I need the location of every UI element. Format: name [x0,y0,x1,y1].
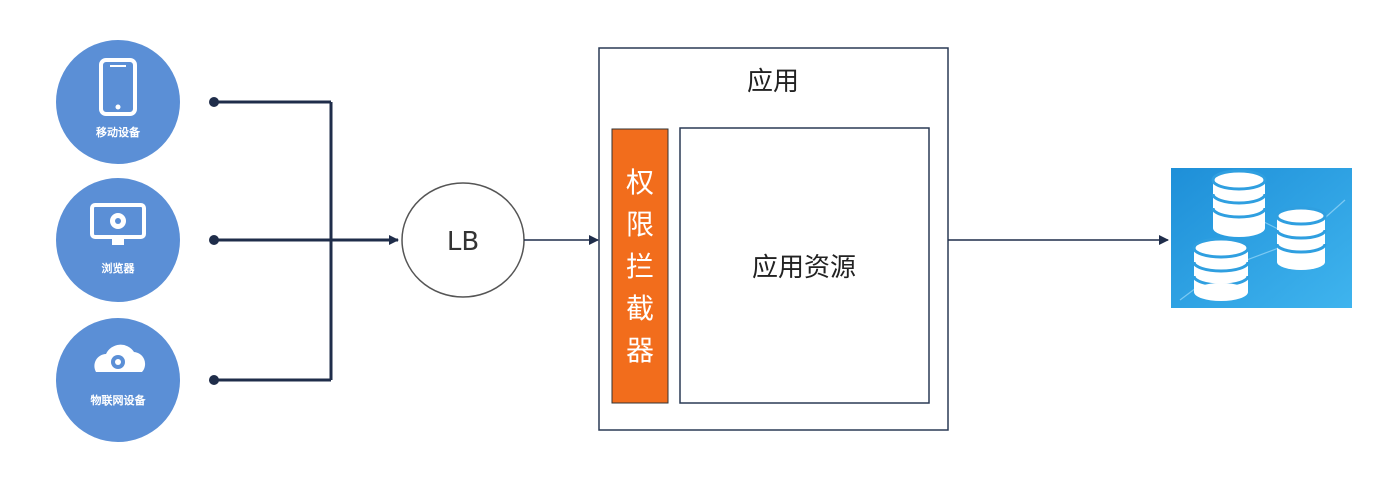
client-label-mobile: 移动设备 [96,125,141,139]
app-title: 应用 [747,67,799,97]
lb-label: LB [447,227,479,257]
db-cylinder [1275,206,1327,270]
client-browser: 浏览器 [56,178,180,302]
interceptor-char: 器 [626,334,654,367]
database-cluster-icon [1171,168,1352,308]
client-iot-device: 物联网设备 [56,318,180,442]
client-mobile-device: 移动设备 [56,40,180,164]
interceptor-char: 权 [626,166,654,199]
cloud-gear-icon [94,344,146,372]
permission-interceptor [611,128,669,404]
interceptor-char: 拦 [626,250,654,283]
client-label-iot: 物联网设备 [91,393,147,407]
connector-dot [209,375,219,385]
mobile-phone-icon [99,58,137,116]
db-cylinder [1211,169,1267,237]
application-box: 应用 权限拦截器 应用资源 [598,47,949,431]
app-resource-label: 应用资源 [752,253,856,283]
load-balancer: LB [401,182,525,298]
interceptor-char: 限 [626,208,654,241]
db-cylinder [1192,237,1250,301]
interceptor-label: 权限拦截器 [626,166,654,367]
app-resource-box [679,127,930,404]
connector-dot [209,97,219,107]
interceptor-char: 截 [626,292,654,325]
client-label-browser: 浏览器 [102,261,136,275]
monitor-gear-icon [90,203,146,245]
